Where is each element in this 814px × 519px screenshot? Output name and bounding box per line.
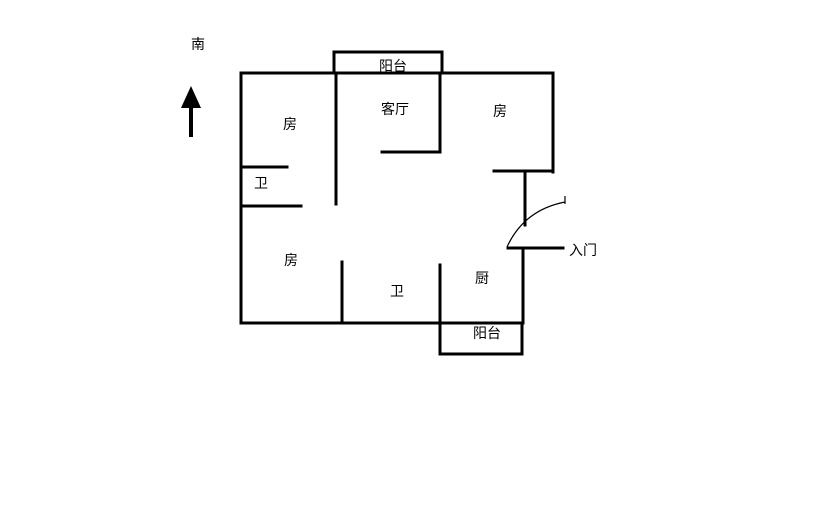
room-label-bathroom-bottom: 卫 — [390, 284, 404, 300]
room-label-top-left: 房 — [283, 117, 297, 133]
room-label-bathroom-left: 卫 — [254, 176, 268, 192]
door-swing-icon — [506, 196, 566, 248]
balcony-top-outline — [332, 50, 444, 75]
balcony-bottom-outline — [438, 321, 524, 356]
entrance-label: 入门 — [569, 243, 597, 259]
room-label-balcony-top: 阳台 — [379, 59, 407, 75]
room-label-balcony-bottom: 阳台 — [473, 326, 501, 342]
arrow-up-icon — [181, 86, 201, 137]
room-label-bottom-left: 房 — [284, 253, 298, 269]
room-label-top-right: 房 — [493, 104, 507, 120]
room-label-living-room: 客厅 — [381, 102, 409, 118]
compass-south-label: 南 — [191, 37, 205, 53]
room-label-kitchen: 厨 — [475, 271, 489, 287]
